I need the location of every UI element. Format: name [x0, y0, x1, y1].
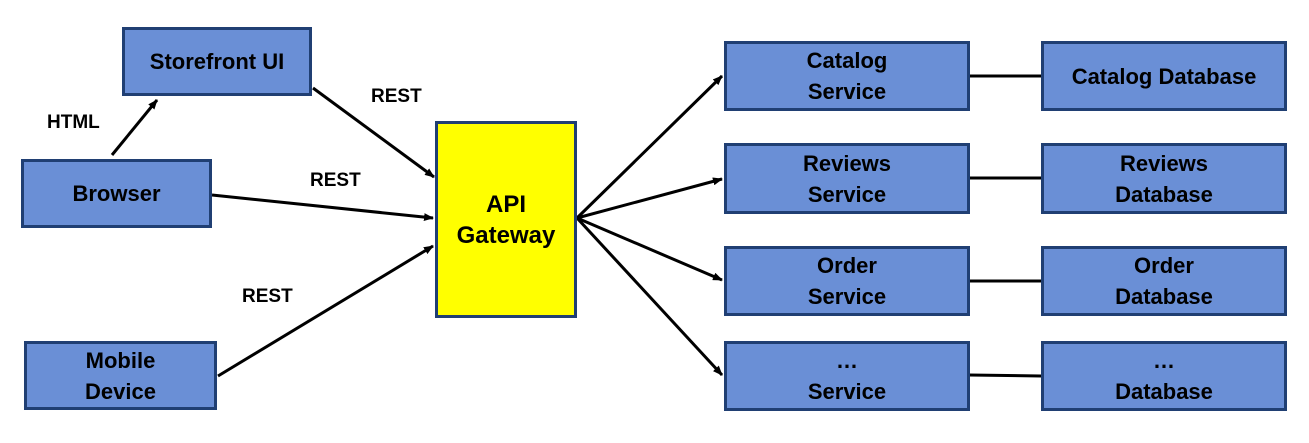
label-rest-mobile: REST	[242, 286, 293, 307]
arrow-gateway-reviews	[576, 177, 723, 220]
arrow-browser-gateway	[211, 193, 434, 222]
arrow-mobile-gateway	[217, 244, 434, 378]
arrow-browser-storefront	[110, 99, 159, 156]
other-service-node: … Service	[724, 341, 970, 411]
arrow-gateway-catalog	[575, 74, 724, 220]
arrow-gateway-order	[576, 216, 723, 282]
label-rest-storefront: REST	[371, 86, 422, 107]
mobile-device-node: Mobile Device	[24, 341, 217, 410]
order-service-node: Order Service	[724, 246, 970, 316]
storefront-ui-node: Storefront UI	[122, 27, 312, 96]
api-gateway-node: API Gateway	[435, 121, 577, 318]
catalog-database-node: Catalog Database	[1041, 41, 1287, 111]
order-database-node: Order Database	[1041, 246, 1287, 316]
catalog-service-node: Catalog Service	[724, 41, 970, 111]
label-html: HTML	[47, 112, 100, 133]
browser-node: Browser	[21, 159, 212, 228]
reviews-database-node: Reviews Database	[1041, 143, 1287, 214]
arrow-gateway-other	[575, 216, 724, 377]
other-database-node: … Database	[1041, 341, 1287, 411]
label-rest-browser: REST	[310, 170, 361, 191]
reviews-service-node: Reviews Service	[724, 143, 970, 214]
link-other-db	[968, 373, 1042, 378]
arrow-storefront-gateway	[312, 86, 435, 179]
